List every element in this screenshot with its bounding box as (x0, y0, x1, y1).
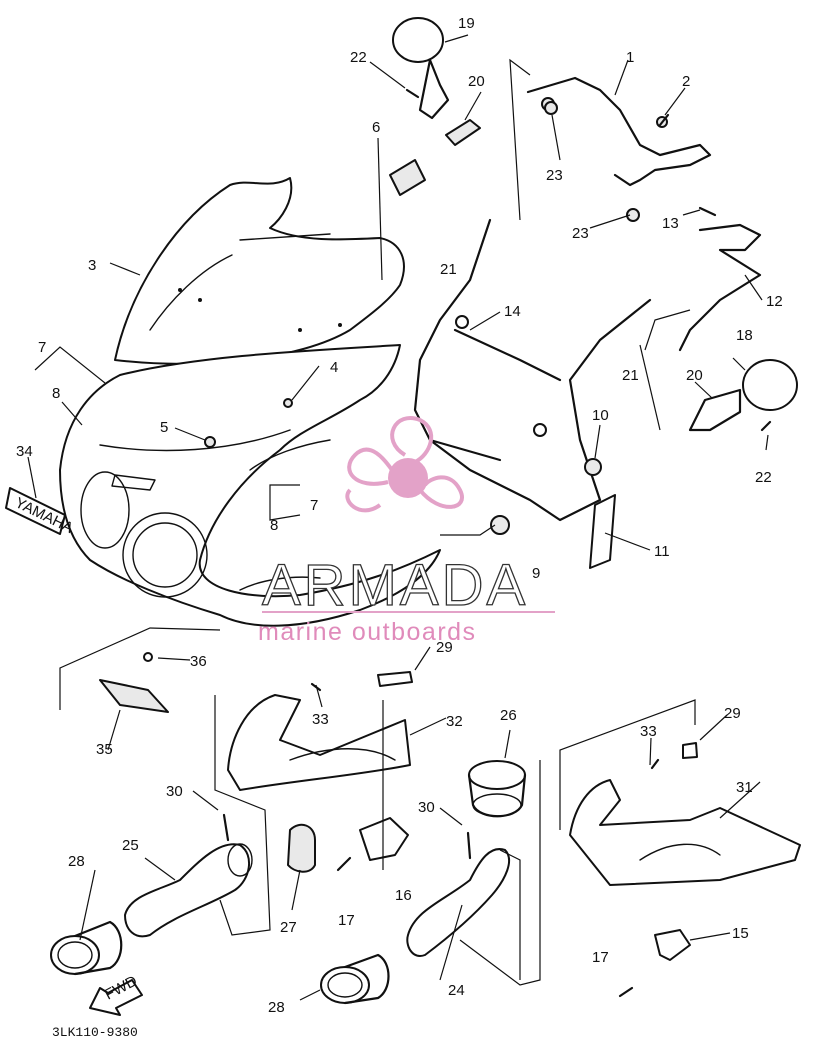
label-24: 24 (448, 982, 465, 999)
watermark: ARMADA marine outboards (258, 416, 555, 646)
label-7a: 7 (38, 339, 46, 356)
part-labels: 1 2 3 5 6 7 7 8 8 9 10 11 12 13 14 15 16… (16, 15, 783, 1040)
label-7b: 7 (310, 497, 318, 514)
label-34: 34 (16, 443, 33, 460)
label-8a: 8 (52, 385, 60, 402)
label-12: 12 (766, 293, 783, 310)
mirror-stay-part (678, 223, 762, 352)
watermark-brand: ARMADA (262, 553, 528, 618)
label-19: 19 (458, 15, 475, 32)
duct-left-part (124, 843, 253, 938)
label-6: 6 (372, 119, 380, 136)
label-1: 1 (626, 49, 634, 66)
label-28b: 28 (268, 999, 285, 1016)
label-10: 10 (592, 407, 609, 424)
leader-lines (27, 34, 769, 1001)
boot-right-part (320, 953, 390, 1005)
duct-right-part (406, 848, 511, 957)
boot-left-part (50, 920, 123, 976)
label-23b: 23 (572, 225, 589, 242)
fasteners (143, 88, 772, 998)
frame-stay-part (413, 218, 652, 535)
label-31: 31 (736, 779, 753, 796)
label-29b: 29 (724, 705, 741, 722)
label-13: 13 (662, 215, 679, 232)
mirror-left-part (392, 17, 450, 120)
label-3: 3 (88, 257, 96, 274)
label-9: 9 (532, 565, 540, 582)
diagram-code: 3LK110-9380 (52, 1025, 138, 1040)
label-21a: 21 (440, 261, 457, 278)
forward-arrow-icon: FWD (89, 972, 143, 1016)
inner-panel-left-part (227, 694, 411, 791)
label-33a: 33 (312, 711, 329, 728)
label-27: 27 (280, 919, 297, 936)
bracket-16-part (359, 817, 409, 861)
label-17a: 17 (338, 912, 355, 929)
label-17b: 17 (592, 949, 609, 966)
label-2: 2 (682, 73, 690, 90)
label-4: 4 (330, 359, 338, 376)
label-26: 26 (500, 707, 517, 724)
label-32: 32 (446, 713, 463, 730)
label-18: 18 (736, 327, 753, 344)
label-30a: 30 (166, 783, 183, 800)
windscreen-part (114, 177, 405, 365)
label-20a: 20 (468, 73, 485, 90)
label-5: 5 (160, 419, 168, 436)
label-30b: 30 (418, 799, 435, 816)
propeller-logo-icon (345, 416, 464, 513)
label-25: 25 (122, 837, 139, 854)
label-33b: 33 (640, 723, 657, 740)
panel-part (389, 159, 426, 196)
label-14: 14 (504, 303, 521, 320)
label-8b: 8 (270, 517, 278, 534)
inner-panel-right-part (569, 779, 801, 886)
mirror-right-part (688, 359, 798, 432)
label-22a: 22 (350, 49, 367, 66)
fairing-part (59, 344, 441, 627)
label-35: 35 (96, 741, 113, 758)
label-22b: 22 (755, 469, 772, 486)
cover-part (99, 679, 169, 713)
watermark-tagline: marine outboards (258, 618, 477, 646)
label-36: 36 (190, 653, 207, 670)
label-11: 11 (654, 543, 670, 560)
label-23a: 23 (546, 167, 563, 184)
label-21b: 21 (622, 367, 639, 384)
bracket-part (445, 119, 481, 146)
label-20b: 20 (686, 367, 703, 384)
plate-part (589, 494, 616, 569)
label-16: 16 (395, 887, 412, 904)
clamp-part (654, 929, 691, 961)
rubber-part (287, 823, 316, 873)
label-15: 15 (732, 925, 749, 942)
grommet-part (467, 760, 527, 818)
label-28a: 28 (68, 853, 85, 870)
label-29a: 29 (436, 639, 453, 656)
